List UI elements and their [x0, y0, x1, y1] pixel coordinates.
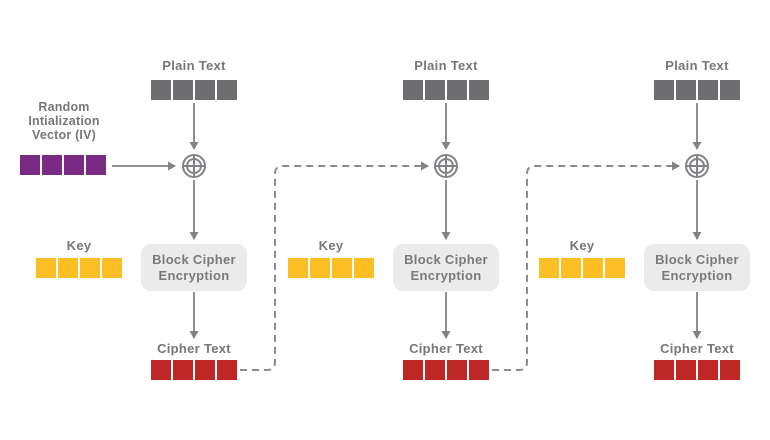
cipher-text-label: Cipher Text — [157, 341, 231, 356]
key-cells — [539, 258, 625, 278]
plain-cell — [720, 80, 740, 100]
xor-icon — [434, 154, 458, 178]
cipher-text-cells — [151, 360, 237, 380]
plain-cell — [173, 80, 193, 100]
cipher-cell — [151, 360, 171, 380]
key-cell — [102, 258, 122, 278]
key-cell — [561, 258, 581, 278]
iv-label: Random Intialization Vector (IV) — [28, 100, 100, 142]
plain-cell — [676, 80, 696, 100]
cipher-cell — [403, 360, 423, 380]
cipher-cell — [173, 360, 193, 380]
iv-cell — [64, 155, 84, 175]
plain-text-cells — [654, 80, 740, 100]
iv-cell — [42, 155, 62, 175]
key-cell — [354, 258, 374, 278]
key-cell — [58, 258, 78, 278]
key-cell — [288, 258, 308, 278]
cipher-cell — [469, 360, 489, 380]
plain-cell — [425, 80, 445, 100]
feedback-dashed-path — [240, 161, 429, 371]
plain-text-label: Plain Text — [665, 58, 729, 73]
key-cell — [539, 258, 559, 278]
cipher-text-label: Cipher Text — [660, 341, 734, 356]
iv-cell — [20, 155, 40, 175]
key-label: Key — [569, 238, 595, 253]
cipher-cell — [676, 360, 696, 380]
plain-text-label: Plain Text — [162, 58, 226, 73]
block-cipher-encryption-box: Block Cipher Encryption — [644, 244, 750, 291]
block-cipher-encryption-box: Block Cipher Encryption — [393, 244, 499, 291]
plain-cell — [151, 80, 171, 100]
plain-cell — [447, 80, 467, 100]
cipher-text-label: Cipher Text — [409, 341, 483, 356]
cipher-cell — [195, 360, 215, 380]
cipher-cell — [425, 360, 445, 380]
key-cell — [80, 258, 100, 278]
plain-text-cells — [403, 80, 489, 100]
key-label: Key — [66, 238, 92, 253]
key-cell — [36, 258, 56, 278]
key-label: Key — [318, 238, 344, 253]
plain-cell — [698, 80, 718, 100]
cipher-cell — [654, 360, 674, 380]
cipher-cell — [447, 360, 467, 380]
plain-cell — [469, 80, 489, 100]
key-cells — [288, 258, 374, 278]
cipher-text-cells — [403, 360, 489, 380]
key-cells — [36, 258, 122, 278]
iv-cells — [20, 155, 106, 175]
block-cipher-encryption-box: Block Cipher Encryption — [141, 244, 247, 291]
feedback-dashed-path — [492, 161, 680, 371]
plain-text-label: Plain Text — [414, 58, 478, 73]
plain-cell — [403, 80, 423, 100]
plain-cell — [654, 80, 674, 100]
plain-cell — [195, 80, 215, 100]
cipher-cell — [720, 360, 740, 380]
plain-cell — [217, 80, 237, 100]
key-cell — [583, 258, 603, 278]
key-cell — [310, 258, 330, 278]
xor-icon — [182, 154, 206, 178]
cipher-text-cells — [654, 360, 740, 380]
key-cell — [332, 258, 352, 278]
plain-text-cells — [151, 80, 237, 100]
iv-cell — [86, 155, 106, 175]
cipher-cell — [217, 360, 237, 380]
key-cell — [605, 258, 625, 278]
cipher-cell — [698, 360, 718, 380]
xor-icon — [685, 154, 709, 178]
